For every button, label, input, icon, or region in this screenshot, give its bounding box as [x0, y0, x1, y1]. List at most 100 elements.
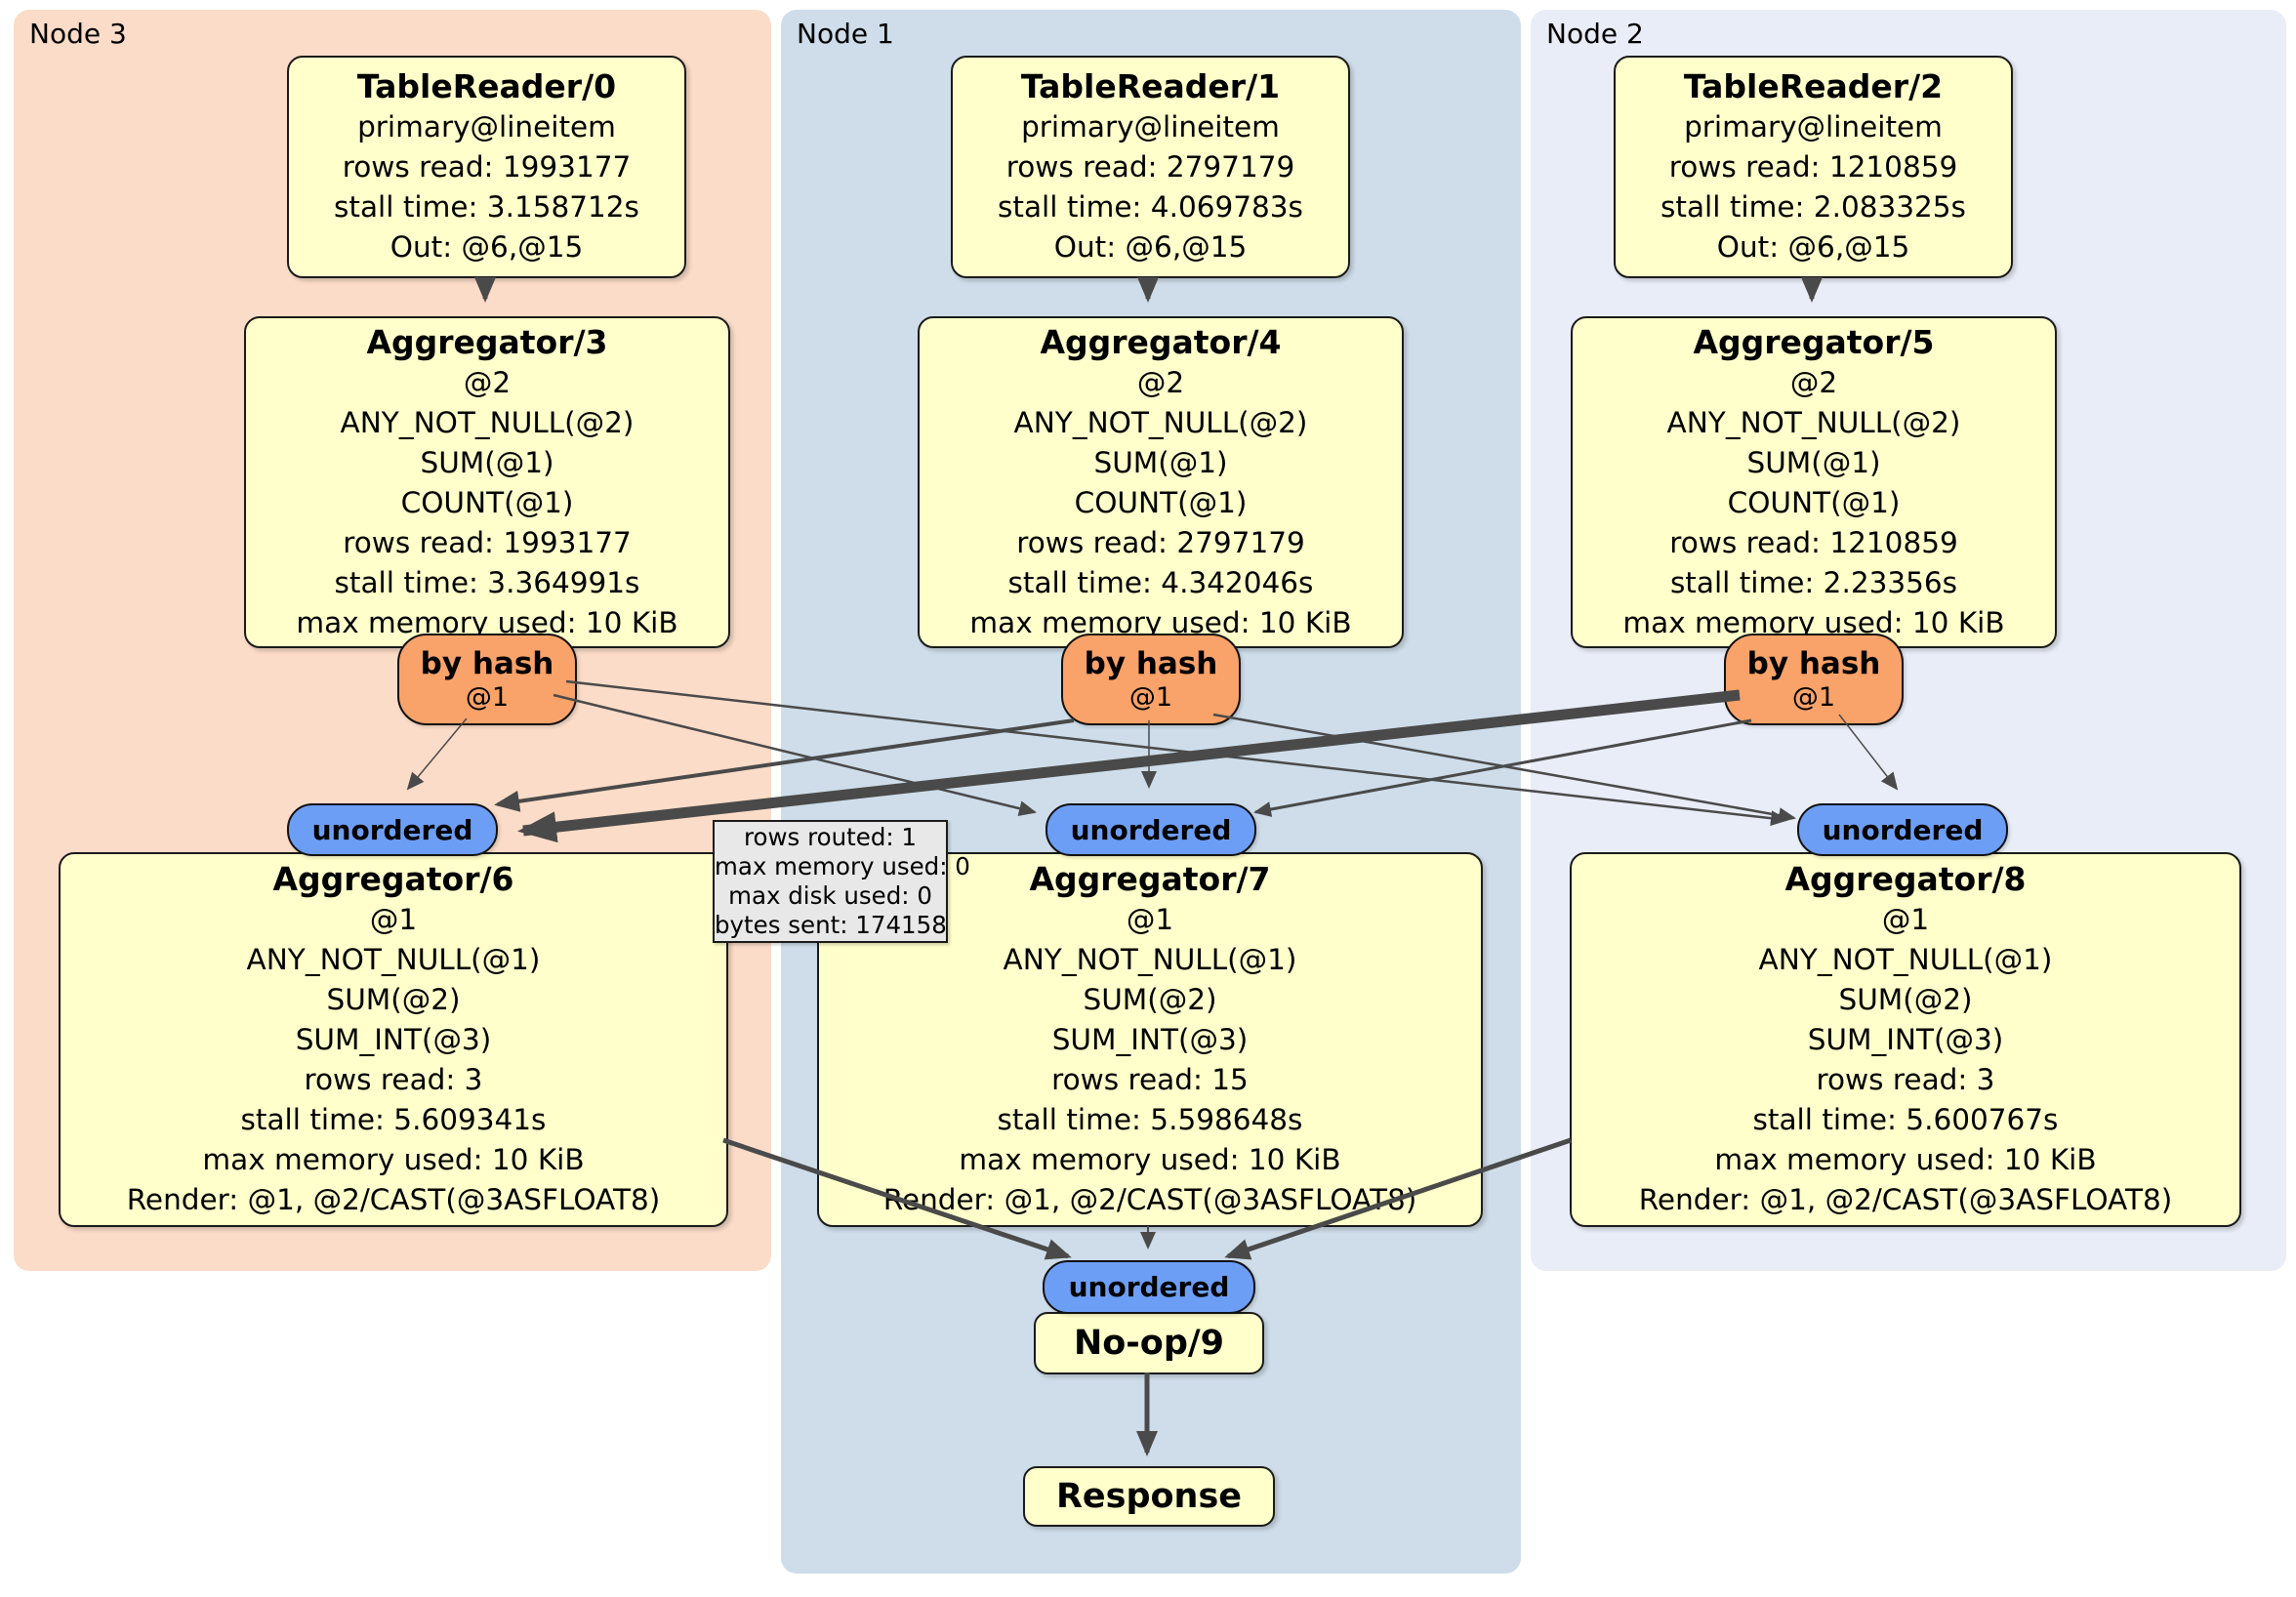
processor-detail: stall time: 3.158712s: [334, 190, 639, 224]
processor-detail: stall time: 2.23356s: [1669, 565, 1958, 599]
processor-detail: Render: @1, @2/CAST(@3ASFLOAT8): [126, 1183, 661, 1216]
processor-detail: Out: @6,@15: [1053, 230, 1248, 264]
router-by-hash-node2[interactable]: by hash @1: [1724, 634, 1904, 725]
processor-aggregator-6[interactable]: Aggregator/6 @1 ANY_NOT_NULL(@1) SUM(@2)…: [59, 852, 728, 1227]
router-columns: @1: [1128, 681, 1173, 713]
processor-detail: Render: @1, @2/CAST(@3ASFLOAT8): [882, 1183, 1417, 1216]
processor-detail: ANY_NOT_NULL(@1): [1758, 943, 2053, 976]
router-by-hash-node1[interactable]: by hash @1: [1061, 634, 1241, 725]
sync-label: unordered: [311, 813, 473, 846]
sync-unordered-node2[interactable]: unordered: [1797, 803, 2008, 856]
processor-detail: stall time: 3.364991s: [334, 565, 640, 599]
processor-detail: ANY_NOT_NULL(@1): [246, 943, 541, 976]
processor-title: Aggregator/3: [366, 322, 608, 361]
processor-aggregator-5[interactable]: Aggregator/5 @2 ANY_NOT_NULL(@2) SUM(@1)…: [1571, 316, 2057, 648]
processor-title: TableReader/2: [1683, 67, 1944, 105]
processor-detail: rows read: 3: [304, 1063, 483, 1096]
tooltip-line: rows routed: 1: [743, 823, 918, 851]
processor-detail: max memory used: 10 KiB: [202, 1143, 585, 1176]
processor-title: TableReader/1: [1020, 67, 1281, 105]
tooltip-line: max memory used: 0: [715, 852, 970, 880]
processor-title: Aggregator/7: [1029, 860, 1271, 898]
router-columns: @1: [465, 681, 510, 713]
router-label: by hash: [1084, 645, 1218, 681]
processor-title: Aggregator/5: [1693, 322, 1935, 361]
node2-label: Node 2: [1546, 18, 1644, 50]
processor-title: TableReader/0: [356, 67, 617, 105]
processor-detail: stall time: 2.083325s: [1660, 190, 1966, 224]
processor-detail: @1: [1881, 903, 1930, 936]
processor-title: Response: [1055, 1477, 1243, 1516]
router-columns: @1: [1791, 681, 1836, 713]
router-label: by hash: [1746, 645, 1881, 681]
tooltip-line: max disk used: 0: [728, 881, 932, 910]
processor-detail: stall time: 4.342046s: [1007, 565, 1314, 599]
processor-aggregator-8[interactable]: Aggregator/8 @1 ANY_NOT_NULL(@1) SUM(@2)…: [1570, 852, 2241, 1227]
sync-label: unordered: [1070, 813, 1232, 846]
processor-detail: Out: @6,@15: [1716, 230, 1910, 264]
processor-detail: ANY_NOT_NULL(@2): [1666, 405, 1961, 439]
processor-detail: ANY_NOT_NULL(@2): [1013, 405, 1308, 439]
processor-detail: rows read: 1993177: [343, 525, 632, 559]
processor-detail: ANY_NOT_NULL(@1): [1003, 943, 1297, 976]
processor-detail: max memory used: 10 KiB: [1622, 605, 2005, 639]
processor-detail: ANY_NOT_NULL(@2): [340, 405, 635, 439]
processor-detail: max memory used: 10 KiB: [959, 1143, 1341, 1176]
processor-detail: rows read: 2797179: [1016, 525, 1305, 559]
processor-noop-9[interactable]: No-op/9: [1034, 1312, 1264, 1374]
processor-detail: primary@lineitem: [1021, 110, 1280, 143]
processor-detail: rows read: 1210859: [1668, 150, 1958, 184]
sync-label: unordered: [1822, 813, 1984, 846]
processor-detail: @1: [1126, 903, 1174, 936]
processor-tablereader-0[interactable]: TableReader/0 primary@lineitem rows read…: [287, 56, 686, 278]
processor-detail: @2: [1136, 365, 1185, 399]
sync-unordered-node3[interactable]: unordered: [287, 803, 498, 856]
edge-stats-tooltip: rows routed: 1 max memory used: 0 max di…: [713, 820, 970, 943]
processor-title: Aggregator/8: [1784, 860, 2027, 898]
sync-label: unordered: [1068, 1271, 1230, 1303]
processor-detail: stall time: 5.600767s: [1752, 1103, 2059, 1136]
processor-detail: SUM_INT(@3): [1051, 1023, 1249, 1056]
processor-detail: max memory used: 10 KiB: [969, 605, 1352, 639]
processor-aggregator-4[interactable]: Aggregator/4 @2 ANY_NOT_NULL(@2) SUM(@1)…: [918, 316, 1404, 648]
processor-detail: Render: @1, @2/CAST(@3ASFLOAT8): [1638, 1183, 2173, 1216]
processor-detail: SUM(@1): [1746, 445, 1881, 479]
processor-detail: @2: [463, 365, 512, 399]
processor-detail: COUNT(@1): [400, 485, 574, 519]
processor-detail: COUNT(@1): [1727, 485, 1901, 519]
processor-detail: rows read: 1993177: [342, 150, 632, 184]
router-by-hash-node3[interactable]: by hash @1: [397, 634, 577, 725]
processor-detail: max memory used: 10 KiB: [1714, 1143, 2097, 1176]
processor-detail: SUM(@2): [1838, 983, 1973, 1016]
processor-detail: Out: @6,@15: [390, 230, 584, 264]
processor-response[interactable]: Response: [1023, 1466, 1275, 1527]
node1-label: Node 1: [797, 18, 894, 50]
processor-detail: stall time: 5.598648s: [997, 1103, 1303, 1136]
processor-tablereader-1[interactable]: TableReader/1 primary@lineitem rows read…: [951, 56, 1350, 278]
processor-detail: max memory used: 10 KiB: [296, 605, 678, 639]
processor-detail: rows read: 1210859: [1669, 525, 1958, 559]
processor-detail: rows read: 3: [1816, 1063, 1995, 1096]
sync-unordered-final[interactable]: unordered: [1043, 1260, 1255, 1314]
tooltip-line: bytes sent: 174158: [715, 911, 947, 939]
processor-title: Aggregator/4: [1040, 322, 1282, 361]
processor-detail: @1: [369, 903, 418, 936]
processor-detail: SUM(@2): [1083, 983, 1217, 1016]
processor-detail: SUM_INT(@3): [295, 1023, 492, 1056]
processor-title: No-op/9: [1073, 1324, 1225, 1363]
processor-detail: SUM(@2): [326, 983, 461, 1016]
processor-detail: SUM_INT(@3): [1807, 1023, 2004, 1056]
processor-aggregator-3[interactable]: Aggregator/3 @2 ANY_NOT_NULL(@2) SUM(@1)…: [244, 316, 730, 648]
router-label: by hash: [420, 645, 554, 681]
processor-detail: primary@lineitem: [357, 110, 616, 143]
processor-detail: SUM(@1): [420, 445, 554, 479]
processor-detail: SUM(@1): [1093, 445, 1228, 479]
processor-detail: rows read: 2797179: [1005, 150, 1295, 184]
processor-detail: stall time: 5.609341s: [240, 1103, 547, 1136]
processor-detail: COUNT(@1): [1074, 485, 1248, 519]
processor-detail: stall time: 4.069783s: [998, 190, 1303, 224]
sync-unordered-node1[interactable]: unordered: [1046, 803, 1256, 856]
processor-tablereader-2[interactable]: TableReader/2 primary@lineitem rows read…: [1614, 56, 2013, 278]
node3-label: Node 3: [29, 18, 127, 50]
